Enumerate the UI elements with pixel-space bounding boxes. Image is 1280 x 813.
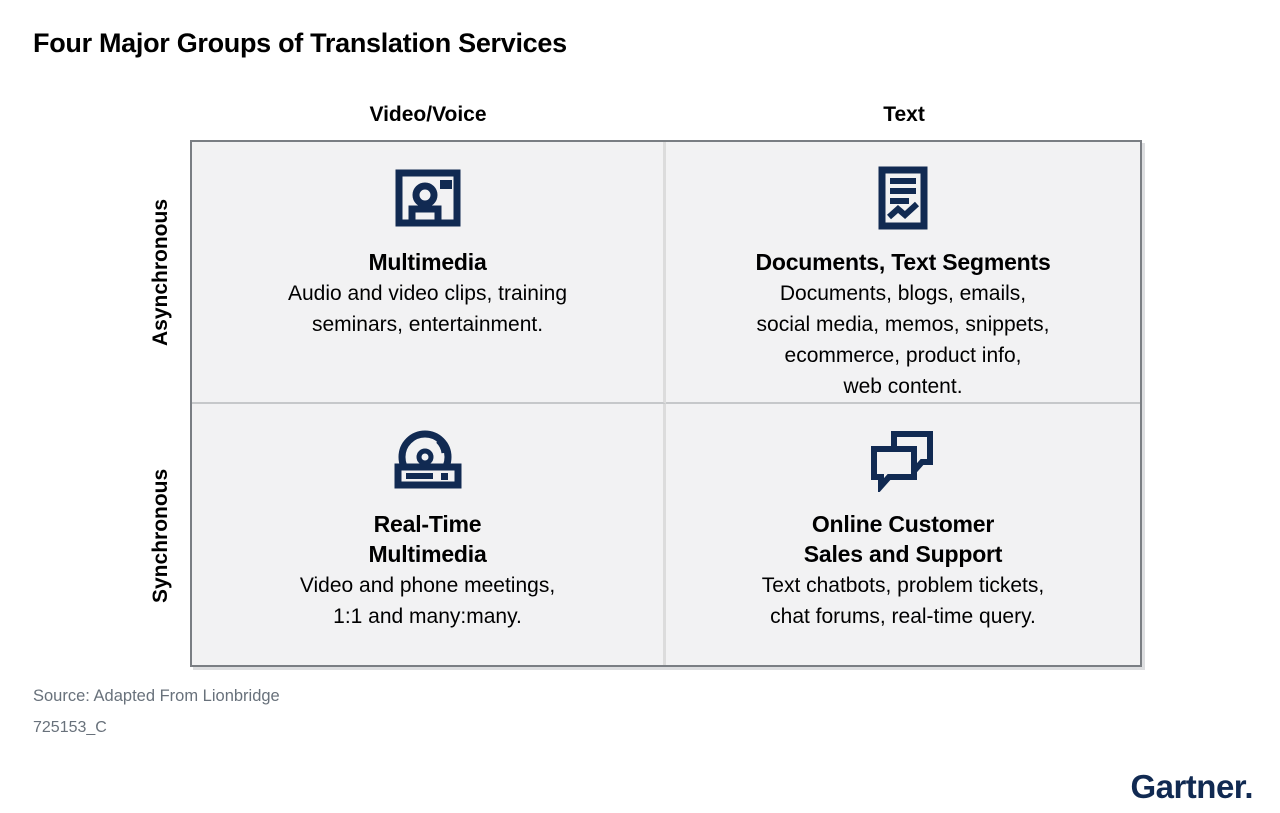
video-call-icon — [395, 165, 461, 231]
cell-heading: Documents, Text Segments — [755, 249, 1051, 275]
cell-body: Audio and video clips, training seminars… — [287, 282, 567, 336]
cell-synchronous-video-voice: Real-Time Multimedia Video and phone mee… — [192, 404, 666, 665]
column-header-text: Text — [883, 103, 925, 126]
document-chart-icon — [878, 165, 928, 231]
cell-heading: Online Customer Sales and Support — [803, 511, 1003, 567]
column-header-video-voice: Video/Voice — [369, 103, 487, 126]
quadrant-matrix: Multimedia Audio and video clips, traini… — [190, 140, 1142, 667]
cell-asynchronous-text: Documents, Text Segments Documents, blog… — [666, 142, 1140, 404]
chat-bubbles-icon — [869, 427, 937, 493]
cell-body: Documents, blogs, emails, social media, … — [756, 282, 1050, 398]
cell-heading: Real-Time Multimedia — [368, 511, 487, 567]
gartner-logo: Gartner. — [1130, 768, 1253, 805]
cell-synchronous-text: Online Customer Sales and Support Text c… — [666, 404, 1140, 665]
disc-player-icon — [394, 427, 462, 493]
row-header-synchronous: Synchronous — [149, 468, 172, 604]
cell-heading: Multimedia — [368, 249, 487, 275]
cell-body: Video and phone meetings, 1:1 and many:m… — [299, 574, 556, 628]
document-id: 725153_C — [33, 719, 107, 736]
cell-body: Text chatbots, problem tickets, chat for… — [761, 574, 1045, 628]
cell-asynchronous-video-voice: Multimedia Audio and video clips, traini… — [192, 142, 666, 404]
page-title: Four Major Groups of Translation Service… — [33, 28, 567, 58]
row-header-asynchronous: Asynchronous — [149, 198, 172, 346]
source-attribution: Source: Adapted From Lionbridge — [33, 687, 280, 705]
